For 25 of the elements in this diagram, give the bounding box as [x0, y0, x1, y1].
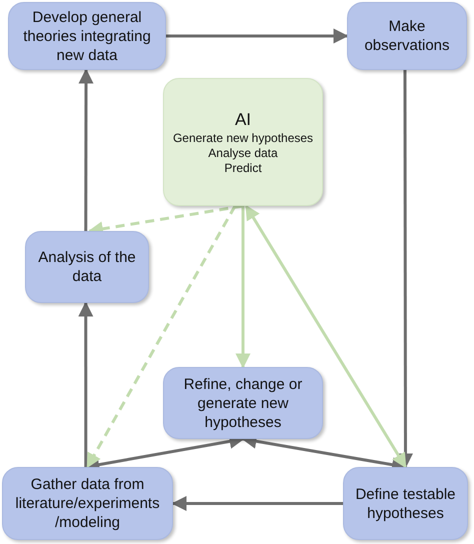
heading: AI — [234, 108, 252, 130]
process-box — [8, 2, 166, 70]
box-label: Refine, change or generate new hypotheses — [182, 374, 304, 432]
arrow — [236, 206, 250, 368]
box-label: Make observations — [363, 17, 451, 55]
box-label: Define testable hypotheses — [354, 484, 457, 522]
box-label: Gather data from literature/experiments /modeling — [14, 475, 161, 532]
box-label: Develop general theories integrating new data — [22, 8, 152, 64]
arrow — [86, 205, 236, 468]
box-label: Predict — [224, 160, 262, 176]
arrow — [78, 302, 94, 467]
arrow — [244, 204, 407, 468]
arrow — [172, 496, 343, 511]
process-box — [163, 367, 323, 439]
arrow — [166, 28, 348, 44]
box-label: Generate new hypotheses — [172, 130, 314, 146]
process-box — [343, 467, 468, 540]
process-box — [347, 2, 467, 70]
process-box — [25, 231, 149, 303]
ai-box — [163, 78, 323, 206]
arrow — [78, 68, 94, 231]
arrow — [398, 70, 413, 468]
box-label: Analysis of the data — [37, 248, 137, 286]
process-box — [2, 467, 173, 540]
box-label: Analyse data — [208, 146, 278, 160]
